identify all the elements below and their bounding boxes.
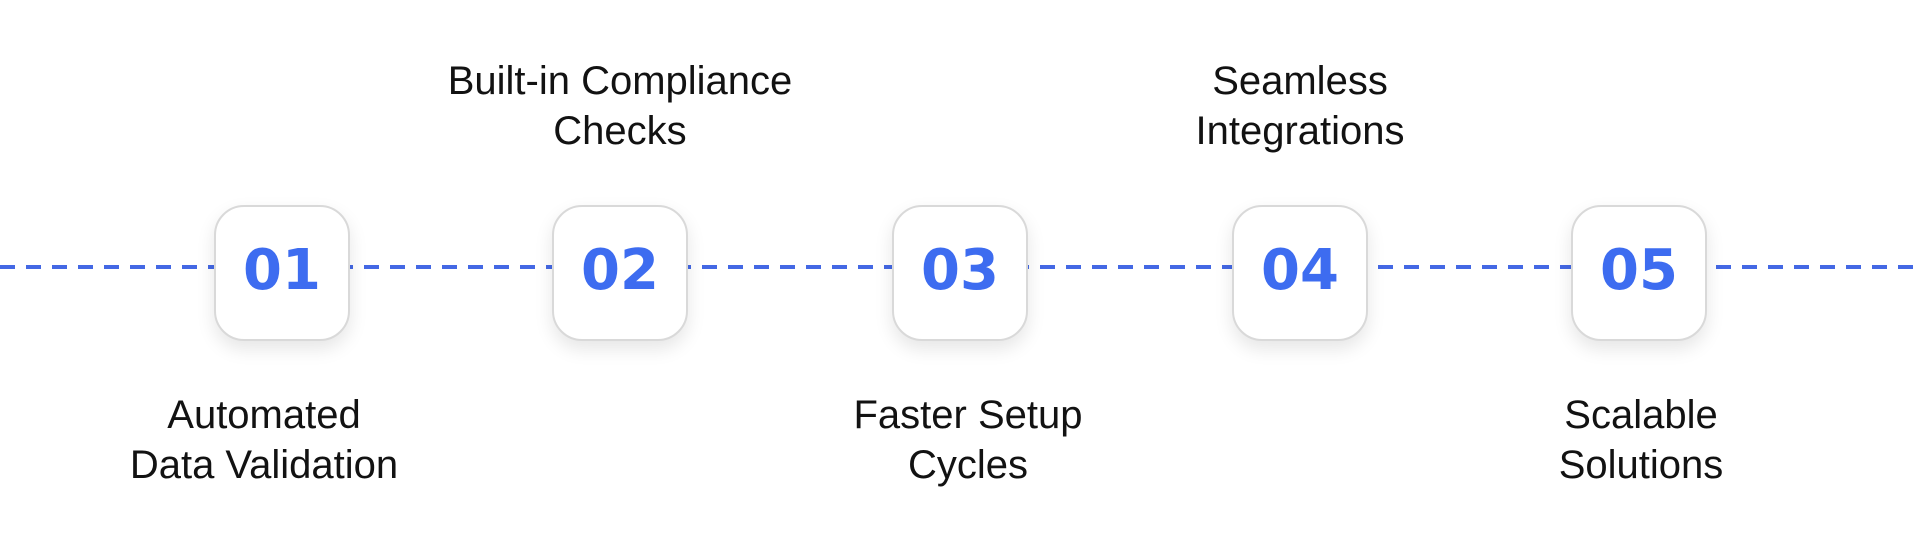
step-02-number: 02 [581,238,659,303]
step-04-number: 04 [1261,238,1339,303]
step-05-label: Scalable Solutions [1558,393,1724,487]
step-02-box: 02 [552,205,688,341]
step-04-box: 04 [1232,205,1368,341]
step-04-label: Seamless Integrations [1195,59,1405,153]
step-05-number: 05 [1600,238,1678,303]
step-03-box: 03 [892,205,1028,341]
step-01-number: 01 [243,238,321,303]
step-03-number: 03 [921,238,999,303]
step-01-label: Automated Data Validation [129,393,399,487]
step-05-box: 05 [1571,205,1707,341]
step-03-label: Faster Setup Cycles [853,393,1083,487]
step-01-box: 01 [214,205,350,341]
step-02-label: Built-in Compliance Checks [447,59,793,153]
